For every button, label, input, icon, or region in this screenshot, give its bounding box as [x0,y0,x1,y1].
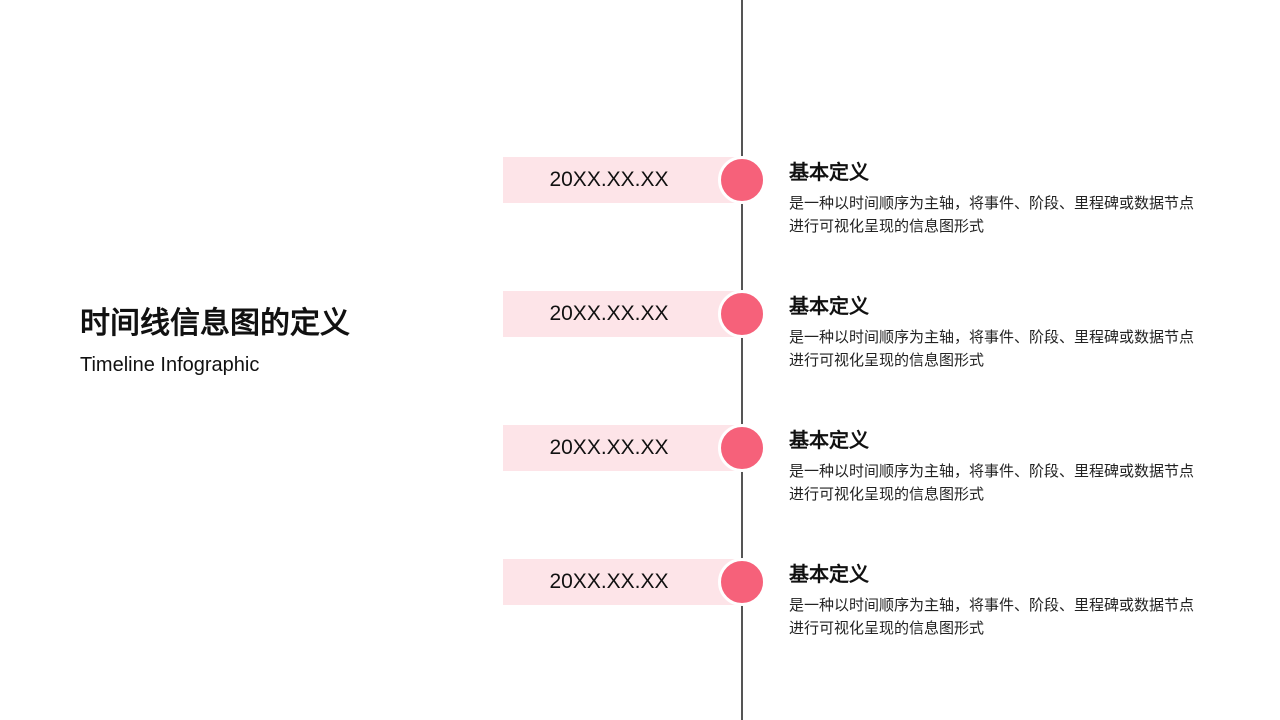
item-description: 是一种以时间顺序为主轴，将事件、阶段、里程碑或数据节点进行可视化呈现的信息图形式 [789,462,1195,503]
date-label: 20XX.XX.XX [503,559,735,605]
item-heading: 基本定义 [789,294,869,318]
page-title: 时间线信息图的定义 [80,306,350,341]
timeline-dot [718,558,766,606]
date-label: 20XX.XX.XX [503,157,735,203]
timeline-item: 20XX.XX.XX 基本定义 是一种以时间顺序为主轴，将事件、阶段、里程碑或数… [0,156,1280,257]
date-label: 20XX.XX.XX [503,425,735,471]
item-heading: 基本定义 [789,562,869,586]
timeline-item: 20XX.XX.XX 基本定义 是一种以时间顺序为主轴，将事件、阶段、里程碑或数… [0,558,1280,659]
timeline-dot [718,424,766,472]
item-description: 是一种以时间顺序为主轴，将事件、阶段、里程碑或数据节点进行可视化呈现的信息图形式 [789,596,1195,637]
item-heading: 基本定义 [789,160,869,184]
item-description: 是一种以时间顺序为主轴，将事件、阶段、里程碑或数据节点进行可视化呈现的信息图形式 [789,194,1195,235]
timeline-item: 20XX.XX.XX 基本定义 是一种以时间顺序为主轴，将事件、阶段、里程碑或数… [0,424,1280,525]
timeline-dot [718,156,766,204]
timeline-dot [718,290,766,338]
item-description: 是一种以时间顺序为主轴，将事件、阶段、里程碑或数据节点进行可视化呈现的信息图形式 [789,328,1195,369]
timeline-item: 20XX.XX.XX 基本定义 是一种以时间顺序为主轴，将事件、阶段、里程碑或数… [0,290,1280,391]
timeline-axis [741,0,743,720]
item-heading: 基本定义 [789,428,869,452]
date-label: 20XX.XX.XX [503,291,735,337]
page-subtitle: Timeline Infographic [80,354,260,376]
